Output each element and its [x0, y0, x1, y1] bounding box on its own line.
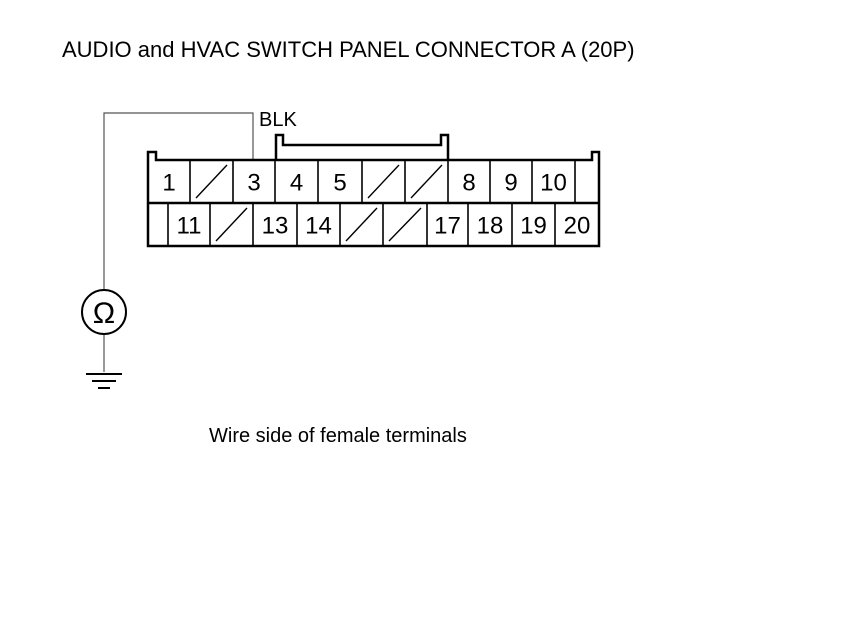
connector-housing [146, 133, 601, 248]
diagram-title: AUDIO and HVAC SWITCH PANEL CONNECTOR A … [62, 37, 635, 62]
unused-cavity-mark [195, 164, 228, 199]
ground-icon [86, 373, 122, 389]
pin-1-label: 1 [162, 170, 175, 197]
test-lead-wire [103, 112, 254, 372]
pin-11-label: 11 [177, 213, 202, 240]
pin-17-label: 17 [434, 213, 461, 240]
unused-cavity-mark [388, 207, 422, 242]
pin-20-label: 20 [564, 213, 591, 240]
pin-9-label: 9 [504, 170, 517, 197]
pin-19-label: 19 [520, 213, 547, 240]
pin-13-label: 13 [262, 213, 289, 240]
pin-5-label: 5 [333, 170, 346, 197]
unused-cavity-mark [345, 207, 378, 242]
unused-cavity-mark [215, 207, 248, 242]
pin-3-label: 3 [247, 170, 260, 197]
diagram-caption: Wire side of female terminals [209, 425, 467, 447]
pin-4-label: 4 [290, 170, 303, 197]
ohmmeter-icon: Ω [81, 289, 127, 335]
wire-color-label: BLK [259, 109, 297, 131]
pin-18-label: 18 [477, 213, 504, 240]
unused-cavity-mark [410, 164, 443, 199]
pin-8-label: 8 [462, 170, 475, 197]
pin-14-label: 14 [305, 213, 332, 240]
pin-10-label: 10 [540, 170, 567, 197]
unused-cavity-mark [367, 164, 400, 199]
ohm-symbol: Ω [93, 297, 115, 330]
